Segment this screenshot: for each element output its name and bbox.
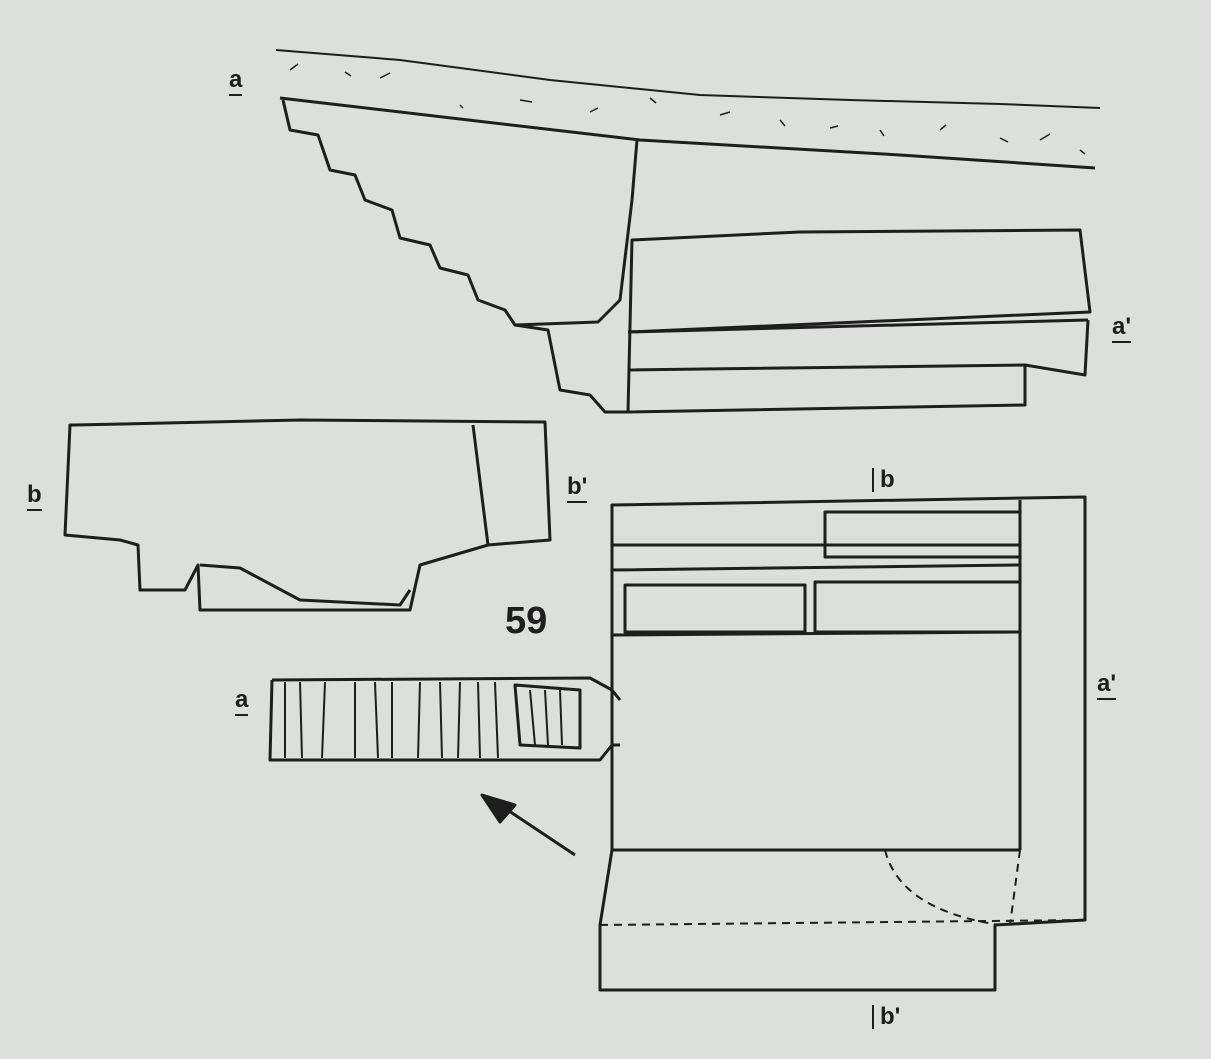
bench-top-right (823, 510, 1022, 559)
chamber-block (626, 228, 1092, 414)
ground-surface-bottom (279, 96, 1096, 170)
bench-right (813, 580, 1022, 634)
section-b-end-label: b' (567, 475, 588, 503)
section-b-b (63, 418, 552, 612)
ground-texture (289, 63, 1086, 155)
bench-left (623, 583, 807, 634)
plan-b-prime-label: b' (872, 1005, 900, 1029)
entrance-arrow (499, 803, 576, 857)
dromos-corridor (268, 676, 622, 762)
stepped-cut-profile (281, 99, 628, 414)
arrow-head (480, 793, 517, 824)
section-b-start-label: b (27, 483, 42, 511)
plan-a-prime-label: a' (1097, 672, 1117, 700)
figure-number: 59 (505, 600, 548, 642)
dashed-outline (599, 849, 1086, 926)
plan-a-label: a (235, 688, 249, 716)
section-a-end-label: a' (1112, 315, 1132, 343)
section-a-a (275, 49, 1101, 414)
section-b-inner (199, 424, 490, 607)
corridor-steps (284, 681, 563, 759)
plan-view (268, 495, 1087, 992)
plan-b-label: b (872, 468, 895, 492)
chamber-inner-wall (611, 500, 1022, 852)
ground-surface-top (275, 49, 1101, 109)
section-a-start-label: a (229, 68, 243, 96)
chamber-layer-line (627, 318, 1089, 334)
shaft-wall (514, 139, 639, 327)
chamber-outline (598, 495, 1087, 992)
section-b-outline (63, 418, 552, 612)
